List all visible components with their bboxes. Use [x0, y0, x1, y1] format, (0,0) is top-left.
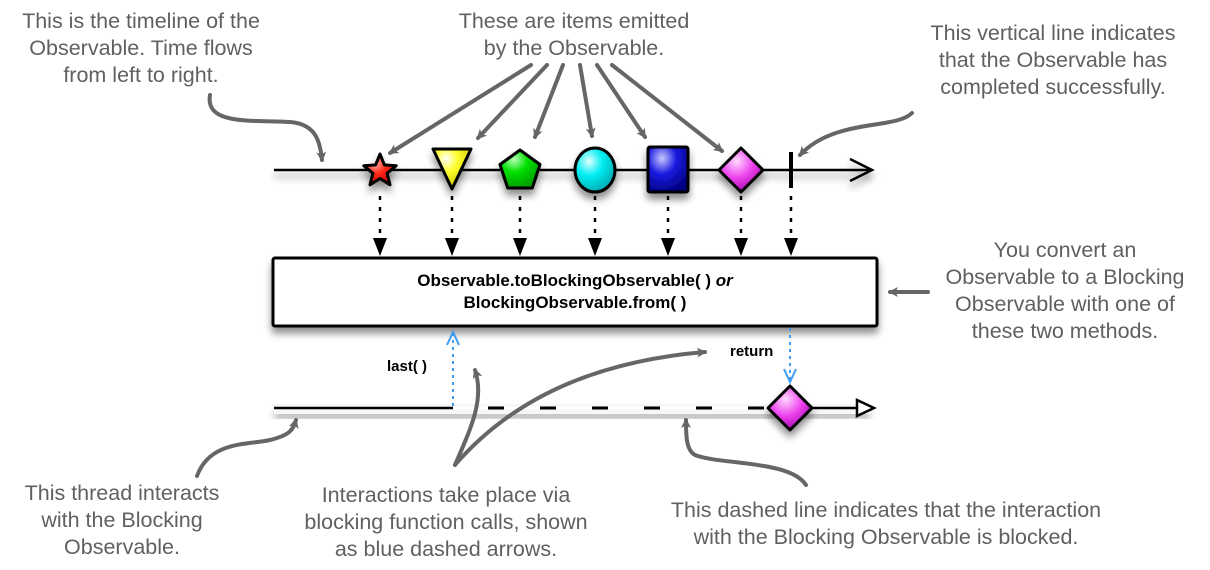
return-pointer-arrow [453, 347, 707, 467]
annotation-line: This thread interacts [24, 481, 220, 505]
dotted-arrow [734, 196, 748, 256]
item-to-operator-arrows [373, 196, 798, 256]
or-connector: or [715, 271, 733, 290]
annotation-line: Interactions take place via [321, 483, 571, 507]
completion-annotation: This vertical line indicates that the Ob… [900, 20, 1206, 101]
item-pointer-arrow-1 [388, 63, 533, 155]
item-pointer-arrow-2 [476, 63, 549, 140]
square-item-marble [646, 145, 690, 194]
annotation-line: Observable to a Blocking [945, 265, 1185, 289]
last-call-arrow [446, 329, 460, 406]
annotation-line: with the Blocking Observable is blocked. [693, 525, 1079, 549]
annotation-line: completed successfully. [940, 75, 1166, 99]
annotation-line: as blue dashed arrows. [334, 537, 558, 561]
annotation-line: that the Observable has [938, 48, 1168, 72]
result-diamond-marble [766, 384, 814, 432]
return-label: return [730, 343, 774, 360]
annotation-line: Observable. [64, 535, 180, 559]
annotation-line: You convert an [993, 238, 1137, 262]
annotation-line: This vertical line indicates [930, 21, 1176, 45]
from-method: BlockingObservable.from( ) [463, 293, 687, 312]
annotation-line: by the Observable. [483, 36, 665, 60]
annotation-line: Observable. Time flows [29, 36, 253, 60]
timeline-arrowhead [849, 157, 875, 183]
dotted-arrow [513, 196, 527, 256]
item-pointer-arrow-6 [610, 63, 724, 153]
thread-arrowhead [855, 398, 877, 418]
observable-timeline [274, 157, 875, 183]
circle-item-marble [573, 146, 617, 194]
dashed-line-pointer-arrow [681, 418, 808, 487]
result-item [766, 384, 814, 432]
thread-annotation: This thread interacts with the Blocking … [0, 480, 244, 561]
dotted-arrow [373, 196, 387, 256]
operator-line-1: Observable.toBlockingObservable( ) or [417, 270, 733, 292]
last-call-label: last( ) [387, 358, 428, 375]
convert-annotation: You convert an Observable to a Blocking … [925, 237, 1205, 345]
item-pointer-arrow-4 [578, 63, 596, 138]
annotation-line: These are items emitted [458, 9, 690, 33]
diamond-item-marble [717, 146, 765, 194]
to-blocking-method: Observable.toBlockingObservable( ) [417, 271, 712, 290]
star-item-marble [362, 152, 398, 187]
operator-box-label: Observable.toBlockingObservable( ) or Bl… [273, 258, 877, 326]
interactions-annotation: Interactions take place via blocking fun… [290, 482, 602, 563]
emitted-items [362, 145, 765, 194]
dotted-arrow [588, 196, 602, 256]
blocking-thread-timeline [274, 398, 877, 418]
items-annotation: These are items emitted by the Observabl… [430, 8, 718, 62]
last-pointer-arrow [453, 368, 483, 467]
pentagon-item-marble [498, 148, 542, 190]
timeline-annotation: This is the timeline of the Observable. … [0, 8, 282, 89]
annotation-line: Observable with one of [955, 292, 1175, 316]
triangle-down-item-marble [431, 147, 473, 191]
operator-box [271, 256, 879, 328]
dotted-arrow [661, 196, 675, 256]
completion-pointer-arrow [798, 111, 914, 157]
thread-pointer-arrow [195, 418, 299, 478]
dotted-arrow [784, 196, 798, 256]
timeline-pointer-arrow [207, 93, 327, 162]
dashed-line-annotation: This dashed line indicates that the inte… [630, 497, 1142, 551]
annotation-line: This dashed line indicates that the inte… [670, 498, 1102, 522]
annotation-line: blocking function calls, shown [304, 510, 588, 534]
item-pointer-arrow-3 [533, 63, 565, 139]
annotation-arrows [195, 63, 930, 487]
annotation-line: from left to right. [63, 63, 219, 87]
dotted-arrow [445, 196, 459, 256]
return-arrow [783, 328, 797, 385]
annotation-line: with the Blocking [41, 508, 203, 532]
item-pointer-arrow-5 [595, 63, 647, 139]
annotation-line: these two methods. [971, 319, 1159, 343]
annotation-line: This is the timeline of the [22, 9, 260, 33]
operator-line-2: BlockingObservable.from( ) [464, 292, 687, 314]
